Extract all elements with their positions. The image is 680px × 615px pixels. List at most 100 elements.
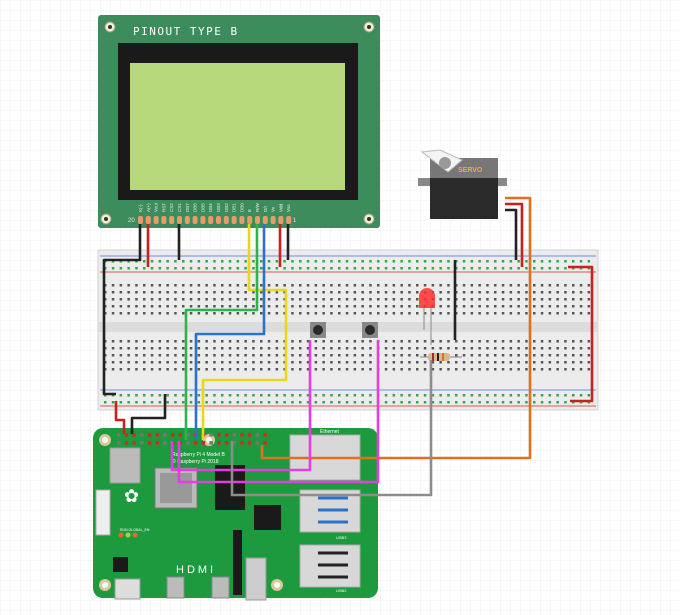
gpio-pin <box>163 441 167 445</box>
gpio-pin <box>124 441 129 445</box>
gpio-pin <box>140 441 144 445</box>
lcd-pin <box>231 216 237 224</box>
gpio-pin <box>263 433 267 437</box>
gpio-pin <box>240 441 244 445</box>
pi-copyright-label: © Raspberry Pi 2018 <box>172 458 219 465</box>
lcd-pin <box>262 216 268 224</box>
gpio-pin <box>147 441 152 445</box>
gpio-pin <box>186 433 190 437</box>
lcd-pin <box>161 216 167 224</box>
lcd-pin-label: DB1 <box>232 203 237 212</box>
lcd-pin-label: D/I <box>263 206 268 212</box>
wire-black <box>505 208 518 260</box>
gpio-pin <box>186 441 190 445</box>
lcd-pin <box>239 216 245 224</box>
gpio-pin <box>117 441 121 445</box>
hdmi-label: HDMI <box>176 564 216 576</box>
gpio-pin <box>209 433 213 437</box>
wires <box>102 196 594 497</box>
lcd-pin <box>145 216 151 224</box>
gpio-pin <box>124 433 129 437</box>
micro-hdmi-0-port <box>166 576 185 599</box>
lcd-pin <box>278 216 284 224</box>
gpio-pin <box>201 441 206 445</box>
lcd-pin <box>177 216 182 224</box>
gpio-pin <box>163 433 167 437</box>
usb3-label: USB3 <box>336 535 347 540</box>
servo-label: SERVO <box>458 167 483 174</box>
lcd-pin <box>223 216 229 224</box>
lcd-pin <box>184 216 190 224</box>
gpio-pin <box>140 433 144 437</box>
lcd-pin-label: E <box>247 209 252 212</box>
lcd-pin <box>200 216 206 224</box>
gpio-pin <box>155 441 159 445</box>
lcd-pin-label: R/W <box>255 203 260 213</box>
lcd-title: PINOUT TYPE B <box>133 25 239 38</box>
lcd-pin-label: DB6 <box>193 203 198 212</box>
lcd-pin <box>192 216 198 224</box>
lcd-pin-first-label: 20 <box>128 218 135 224</box>
gpio-pin <box>255 441 260 445</box>
gpio-pin <box>232 441 236 445</box>
wire-yellow <box>201 224 288 440</box>
lcd-pin-label: DB4 <box>208 203 213 212</box>
push-button-1[interactable] <box>310 322 326 338</box>
gpio-pin <box>224 433 229 437</box>
gpio-pin <box>178 433 183 437</box>
wire-gray <box>230 360 433 497</box>
gpio-pin <box>209 441 213 445</box>
lcd-pin-label: DB0 <box>239 203 244 212</box>
lcd-pin-last-label: 1 <box>293 218 297 224</box>
lcd-pin-label: RST <box>161 203 166 212</box>
usb2-label: USB2 <box>336 588 347 593</box>
gpio-pin <box>132 441 136 445</box>
lcd-screen <box>130 63 345 190</box>
lcd-pin <box>286 216 292 224</box>
gpio-pin <box>132 433 136 437</box>
gpio-pin <box>255 433 260 437</box>
gpio-pin <box>232 433 236 437</box>
gpio-pin <box>217 433 221 437</box>
raspberry-logo-icon: ✿ <box>124 486 139 506</box>
lcd-pin-label: DB3 <box>216 203 221 212</box>
push-button-2[interactable] <box>362 322 378 338</box>
raspberry-pi: Raspberry Pi 4 Model B © Raspberry Pi 20… <box>93 428 378 601</box>
wire-orange <box>260 196 532 460</box>
wire-red <box>568 265 594 403</box>
servo-motor: SERVO <box>418 149 507 219</box>
gpio-pin <box>194 441 198 445</box>
wire-magenta <box>177 340 380 484</box>
lcd-pin-label: DB7 <box>185 203 190 212</box>
wire-green <box>184 224 259 440</box>
wire-magenta <box>170 340 312 472</box>
lcd-pin <box>216 216 221 224</box>
gpio-pin <box>224 441 229 445</box>
gpio-pin <box>263 441 267 445</box>
lcd-pin <box>270 216 276 224</box>
lcd-pin <box>169 216 175 224</box>
gpio-pin <box>170 433 175 437</box>
lcd-pin-label: A(+) <box>146 203 151 212</box>
lcd-pin-label: CS1 <box>177 203 182 212</box>
resistor <box>420 353 462 361</box>
lcd-pin-label: DB5 <box>200 203 205 212</box>
gpio-pin <box>155 433 159 437</box>
lcd-pin-label: Vdd <box>278 203 283 212</box>
gpio-pin <box>147 433 152 437</box>
micro-hdmi-1-port <box>211 576 230 599</box>
wire-black <box>102 224 142 396</box>
usb-c-power-port <box>114 578 141 600</box>
ethernet-label: Ethernet <box>320 429 340 435</box>
gpio-pin <box>240 433 244 437</box>
lcd-pin <box>255 216 260 224</box>
wire-black <box>130 394 167 434</box>
lcd-pin <box>153 216 159 224</box>
gpio-pin <box>117 433 121 437</box>
lcd-pin-label: K(-) <box>138 204 143 212</box>
pi-led-labels: RUN GLOBAL_EN <box>120 528 150 532</box>
lcd-pin <box>247 216 253 224</box>
breadboard <box>97 249 599 411</box>
lcd-pin <box>208 216 214 224</box>
